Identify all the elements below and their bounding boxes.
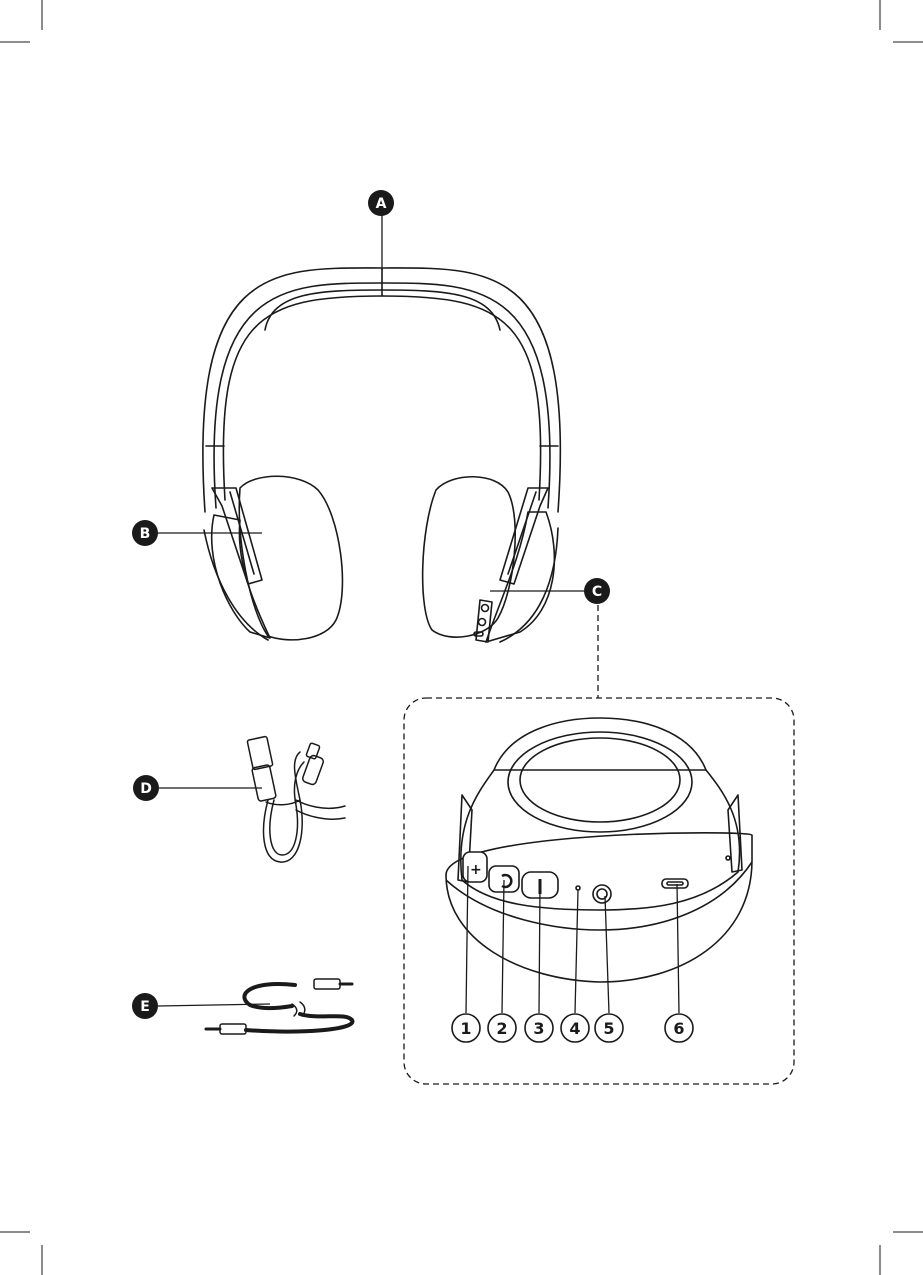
controls-detail-panel: + 1 2 3 [404, 605, 794, 1084]
control-number-2: 2 [488, 1014, 516, 1042]
control-number-6: 6 [665, 1014, 693, 1042]
svg-text:E: E [140, 999, 150, 1015]
callout-c: C [584, 578, 610, 604]
svg-text:B: B [140, 526, 151, 542]
right-earcup [486, 512, 554, 642]
svg-text:1: 1 [460, 1019, 471, 1038]
earcup-closeup: + [446, 718, 752, 982]
callout-b: B [132, 520, 158, 546]
callout-d: D [133, 775, 159, 801]
svg-text:2: 2 [496, 1019, 507, 1038]
headphones-illustration [203, 268, 561, 642]
usb-cable-illustration [247, 736, 345, 862]
control-number-5: 5 [595, 1014, 623, 1042]
left-yoke [212, 488, 262, 584]
control-number-1: 1 [452, 1014, 480, 1042]
aux-cable-illustration [206, 979, 352, 1034]
svg-text:3: 3 [533, 1019, 544, 1038]
callout-e: E [132, 993, 158, 1019]
svg-text:4: 4 [569, 1019, 580, 1038]
control-number-3: 3 [525, 1014, 553, 1042]
right-yoke [500, 488, 548, 584]
callout-a: A [368, 190, 394, 216]
headband-outer [203, 268, 561, 512]
svg-text:A: A [376, 196, 387, 212]
svg-text:C: C [592, 584, 602, 600]
right-earpad [423, 477, 516, 637]
svg-text:5: 5 [603, 1019, 614, 1038]
svg-text:D: D [140, 781, 152, 797]
left-earpad [239, 476, 342, 640]
control-number-4: 4 [561, 1014, 589, 1042]
svg-text:6: 6 [673, 1019, 684, 1038]
svg-text:+: + [470, 862, 482, 878]
